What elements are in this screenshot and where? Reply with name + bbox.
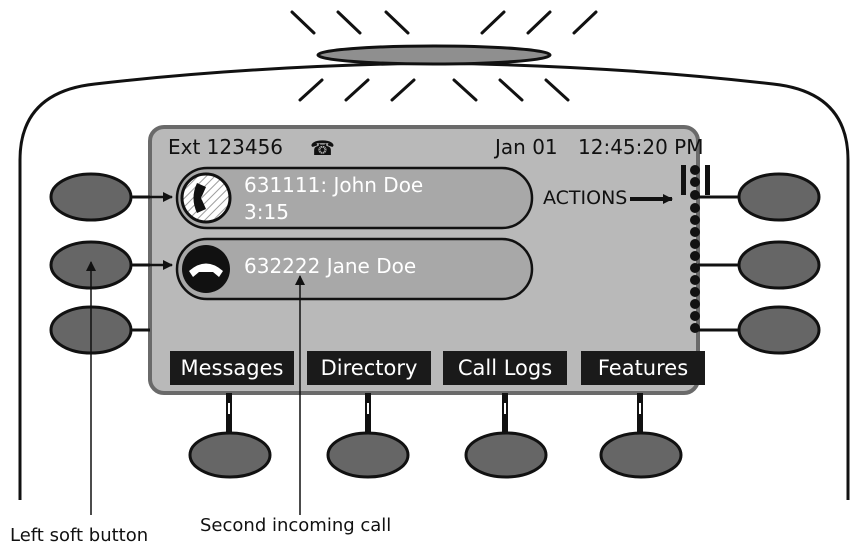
softkey-messages[interactable]: Messages	[170, 351, 294, 385]
softkey-call-logs[interactable]: Call Logs	[443, 351, 567, 385]
call-2-caller: 632222 Jane Doe	[244, 254, 417, 278]
bottom-soft-buttons	[188, 393, 683, 479]
caption-left-soft-button: Left soft button	[10, 525, 149, 546]
actions-label: ACTIONS	[543, 187, 628, 209]
message-waiting-light	[316, 44, 552, 66]
call-appearance-1	[175, 166, 534, 230]
left-soft-buttons	[49, 172, 150, 355]
caption-second-incoming-call: Second incoming call	[200, 515, 392, 536]
phone-handset-icon	[180, 172, 232, 224]
time-label: 12:45:20 PM	[578, 135, 704, 159]
handset-status-icon: ☎	[310, 136, 335, 160]
date-label: Jan 01	[495, 135, 558, 159]
right-soft-buttons	[698, 172, 821, 355]
light-rays	[290, 10, 598, 102]
call-1-caller: 631111: John Doe	[244, 173, 424, 197]
scroll-indicator	[681, 165, 710, 333]
softkey-features[interactable]: Features	[581, 351, 705, 385]
extension-label: Ext 123456	[168, 135, 284, 159]
call-appearance-2	[175, 237, 534, 301]
softkey-directory[interactable]: Directory	[307, 351, 431, 385]
call-1-duration: 3:15	[244, 200, 289, 224]
hang-up-icon	[182, 245, 230, 293]
